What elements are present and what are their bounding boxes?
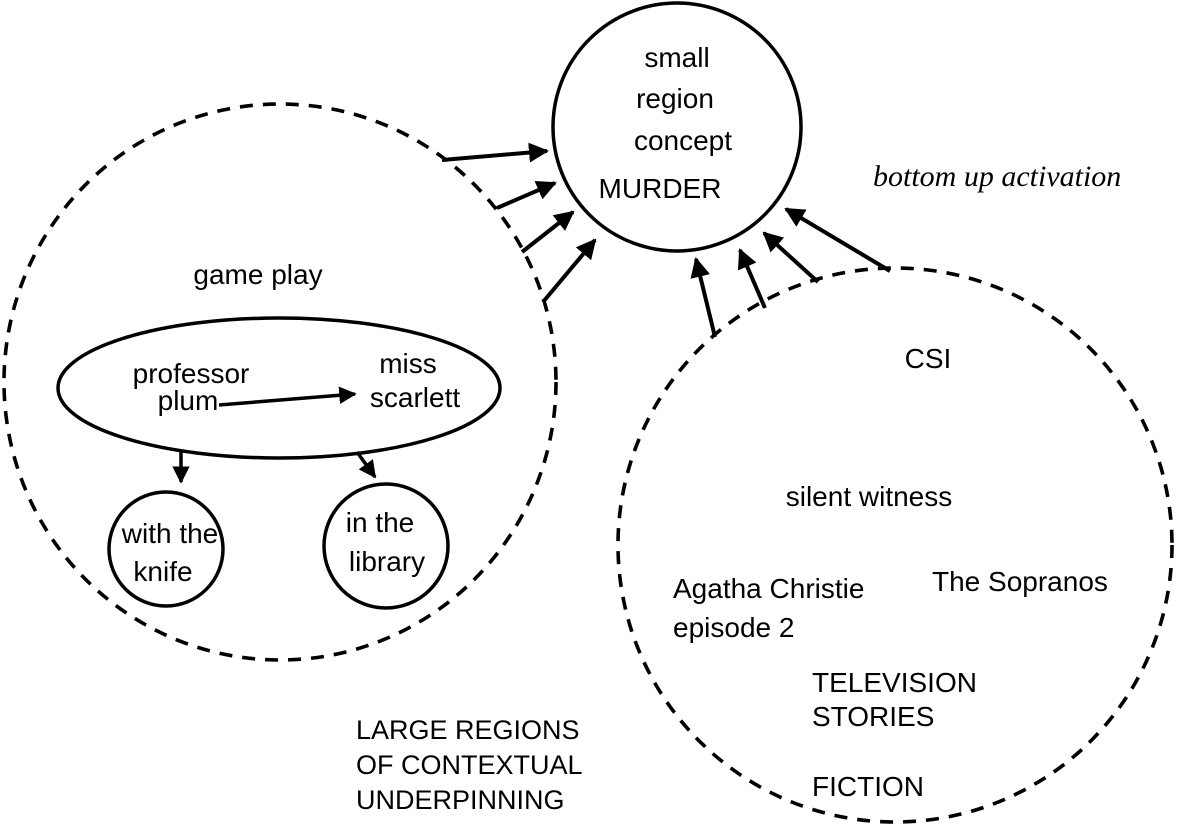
professor-label: professor bbox=[133, 358, 250, 389]
game-play-region-circle bbox=[2, 102, 558, 662]
plum-to-scarlett-arrow bbox=[218, 386, 357, 407]
caption-line-3: UNDERPINNING bbox=[356, 785, 565, 815]
activation-arrow bbox=[762, 231, 820, 284]
silent-witness-label: silent witness bbox=[786, 481, 953, 512]
caption-block: LARGE REGIONS OF CONTEXTUAL UNDERPINNING bbox=[356, 715, 583, 815]
activation-arrow bbox=[541, 238, 597, 304]
concept-node-circle bbox=[551, 1, 803, 253]
agatha-christie-label: Agatha Christie bbox=[673, 573, 864, 604]
left-activation-arrows bbox=[441, 142, 597, 304]
concept-line-region: region bbox=[636, 83, 714, 114]
fiction-label: FICTION bbox=[812, 771, 924, 802]
episode-2-label: episode 2 bbox=[673, 612, 794, 643]
with-the-label: with the bbox=[121, 518, 219, 549]
library-label: library bbox=[349, 546, 425, 577]
stories-label: STORIES bbox=[812, 701, 934, 732]
game-play-label: game play bbox=[193, 259, 322, 290]
activation-arrow bbox=[784, 207, 892, 273]
television-label: TELEVISION bbox=[812, 667, 977, 698]
sopranos-label: The Sopranos bbox=[932, 566, 1108, 597]
library-node-circle bbox=[322, 482, 450, 610]
concept-line-murder: MURDER bbox=[599, 173, 722, 204]
csi-label: CSI bbox=[905, 343, 952, 374]
miss-label: miss bbox=[379, 348, 437, 379]
right-activation-arrows bbox=[690, 207, 892, 338]
concept-line-small: small bbox=[644, 42, 709, 73]
caption-line-2: OF CONTEXTUAL bbox=[356, 750, 583, 780]
actors-ellipse bbox=[56, 316, 502, 460]
activation-arrow bbox=[441, 142, 549, 163]
knife-node-circle bbox=[107, 490, 225, 608]
scarlett-label: scarlett bbox=[370, 382, 460, 413]
activation-arrow bbox=[690, 257, 717, 338]
in-the-label: in the bbox=[346, 507, 415, 538]
bottom-up-activation-label: bottom up activation bbox=[873, 160, 1121, 193]
knife-label: knife bbox=[133, 556, 192, 587]
library-connector-arrow bbox=[355, 450, 377, 479]
tv-stories-region-circle bbox=[616, 266, 1174, 824]
caption-line-1: LARGE REGIONS bbox=[356, 715, 580, 745]
activation-arrow bbox=[520, 210, 575, 254]
activation-arrow bbox=[737, 248, 767, 309]
activation-arrow bbox=[496, 180, 557, 210]
plum-label: plum bbox=[158, 385, 219, 416]
concept-line-concept: concept bbox=[634, 125, 732, 156]
